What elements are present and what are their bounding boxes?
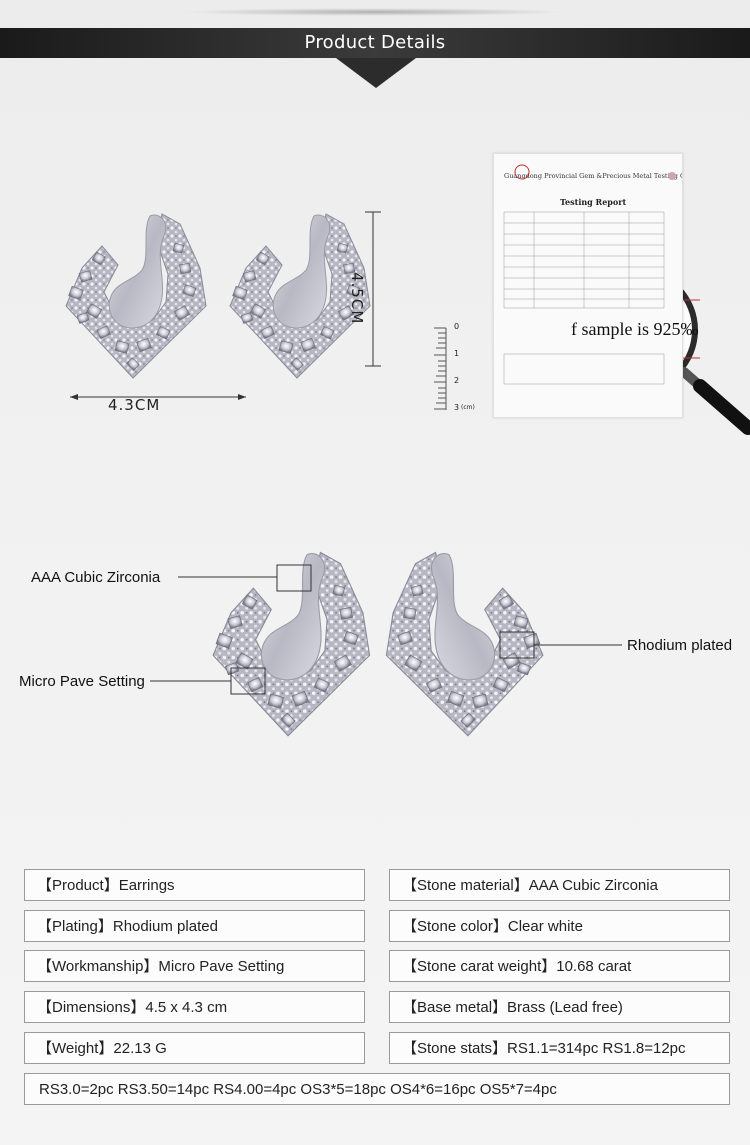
ruler-tick-0: 0 <box>454 322 460 331</box>
report-table <box>503 164 676 385</box>
report-title: Testing Report <box>560 197 627 207</box>
callout-plating: Rhodium plated <box>627 637 733 654</box>
ruler-tick-2: 2 <box>454 376 460 385</box>
earring-right-bottom <box>385 551 544 737</box>
spec-stone-carat: 【Stone carat weight】10.68 carat <box>389 950 730 982</box>
spec-plating: 【Plating】Rhodium plated <box>24 910 365 942</box>
top-shadow <box>180 8 570 16</box>
spec-product: 【Product】Earrings <box>24 869 365 901</box>
header-banner <box>0 28 750 58</box>
spec-stone-color: 【Stone color】Clear white <box>389 910 730 942</box>
callout-setting: Micro Pave Setting <box>19 673 145 690</box>
spec-dimensions: 【Dimensions】4.5 x 4.3 cm <box>24 991 365 1023</box>
report-header: Guangdong Provincial Gem &Precious Metal… <box>504 172 683 180</box>
callout-stone: AAA Cubic Zirconia <box>31 569 161 586</box>
testing-report: Guangdong Provincial Gem &Precious Metal… <box>493 153 683 418</box>
banner-pointer <box>336 58 416 88</box>
width-label: 4.3CM <box>108 396 161 414</box>
spec-stone-material: 【Stone material】AAA Cubic Zirconia <box>389 869 730 901</box>
magnified-text: f sample is 925‰ <box>571 319 699 339</box>
spec-base-metal: 【Base metal】Brass (Lead free) <box>389 991 730 1023</box>
spec-stone-stats-continued: RS3.0=2pc RS3.50=14pc RS4.00=4pc OS3*5=1… <box>24 1073 730 1105</box>
spec-workmanship: 【Workmanship】Micro Pave Setting <box>24 950 365 982</box>
spec-weight: 【Weight】22.13 G <box>24 1032 365 1064</box>
earring-left-bottom <box>212 551 371 737</box>
ruler-unit: (cm) <box>461 404 475 411</box>
earring-left-top <box>65 213 207 379</box>
spec-stone-stats: 【Stone stats】RS1.1=314pc RS1.8=12pc <box>389 1032 730 1064</box>
ruler-tick-1: 1 <box>454 349 460 358</box>
banner-title: Product Details <box>304 32 446 53</box>
height-label: 4.5CM <box>348 272 366 325</box>
ruler-tick-3: 3 <box>454 403 460 412</box>
